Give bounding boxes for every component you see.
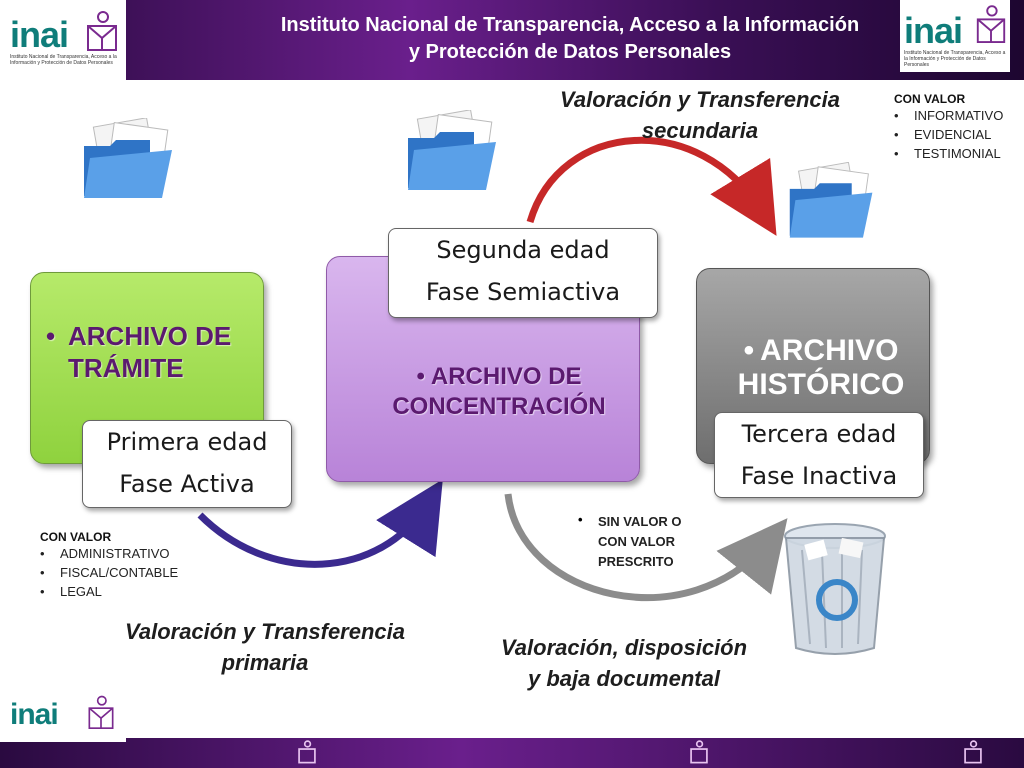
- list-item: LEGAL: [40, 582, 200, 601]
- header-title-line2: y Protección de Datos Personales: [408, 41, 732, 63]
- folder-icon: [84, 118, 172, 198]
- folder-icon: [789, 162, 873, 238]
- tramite-age: Primera edad: [106, 428, 268, 456]
- inai-logo-right: inai Instituto Nacional de Transparencia…: [900, 0, 1010, 72]
- inai-logo-icon: [298, 740, 316, 764]
- historico-age: Tercera edad: [741, 420, 897, 448]
- inai-logo-icon: [964, 740, 982, 764]
- arrow-primaria: [197, 479, 443, 568]
- list-bullet: •: [578, 512, 583, 527]
- logo-word: inai: [10, 14, 69, 55]
- caption-secundaria: Valoración y Transferencia secundaria: [559, 87, 841, 143]
- inai-logo-icon: [87, 11, 117, 51]
- list-item: SIN VALOR O CON VALOR PRESCRITO: [598, 514, 682, 569]
- logo-caption: Instituto Nacional de Transparencia, Acc…: [10, 54, 117, 66]
- list-item: FISCAL/CONTABLE: [40, 563, 200, 582]
- card-concentracion-title: •ARCHIVO DE CONCENTRACIÓN: [392, 363, 606, 420]
- logo-word: inai: [10, 698, 59, 731]
- arrow-secundaria: [526, 137, 777, 236]
- list-item: INFORMATIVO: [894, 106, 1022, 125]
- list-item: TESTIMONIAL: [894, 144, 1022, 163]
- caption-primaria: Valoración y Transferencia primaria: [124, 619, 406, 675]
- header-title-line1: Instituto Nacional de Transparencia, Acc…: [280, 14, 860, 36]
- trash-bin-icon: [784, 523, 886, 655]
- arrow-baja: [504, 493, 788, 601]
- list-historico-values: CON VALOR INFORMATIVO EVIDENCIAL TESTIMO…: [894, 92, 1022, 163]
- folder-icon: [408, 110, 496, 190]
- list-tramite-values: CON VALOR ADMINISTRATIVO FISCAL/CONTABLE…: [40, 530, 200, 601]
- inai-logo-icon: [976, 5, 1006, 43]
- list-item: ADMINISTRATIVO: [40, 544, 200, 563]
- list-heading: CON VALOR: [40, 530, 112, 544]
- historico-phase: Fase Inactiva: [740, 462, 898, 490]
- subcard-historico: Tercera edad Fase Inactiva: [714, 412, 924, 498]
- inai-logo-footer: inai: [0, 690, 126, 742]
- header-banner: [0, 0, 1024, 80]
- inai-logo-icon: [690, 740, 708, 764]
- list-heading: CON VALOR: [894, 92, 966, 106]
- subcard-tramite: Primera edad Fase Activa: [82, 420, 292, 508]
- footer-banner: [0, 738, 1024, 768]
- tramite-phase: Fase Activa: [119, 470, 255, 498]
- inai-logo-icon: [88, 695, 114, 730]
- subcard-concentracion: Segunda edad Fase Semiactiva: [388, 228, 658, 318]
- logo-caption: Instituto Nacional de Transparencia, Acc…: [904, 50, 1006, 68]
- logo-word: inai: [904, 10, 963, 51]
- card-historico-title: •ARCHIVO HISTÓRICO: [737, 334, 905, 401]
- inai-logo-left: inai Instituto Nacional de Transparencia…: [0, 0, 126, 80]
- list-item: EVIDENCIAL: [894, 125, 1022, 144]
- concentracion-age: Segunda edad: [436, 236, 610, 264]
- concentracion-phase: Fase Semiactiva: [425, 278, 621, 306]
- header-title: Instituto Nacional de Transparencia, Acc…: [200, 12, 940, 66]
- caption-baja: Valoración, disposición y baja documenta…: [500, 635, 748, 691]
- card-tramite-title: • ARCHIVO DE TRÁMITE: [46, 321, 232, 383]
